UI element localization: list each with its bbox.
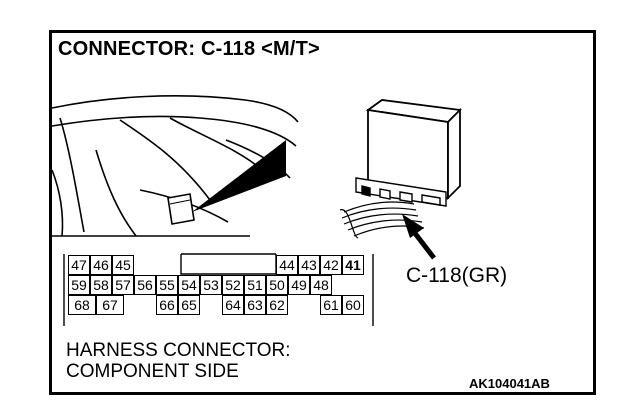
- pin-cell: 63: [244, 295, 266, 315]
- pin-cell: 52: [222, 275, 244, 295]
- harness-caption-line2: COMPONENT SIDE: [66, 361, 239, 382]
- pin-cell: 56: [134, 275, 156, 295]
- pin-cell: 47: [68, 255, 90, 275]
- pin-cell: 61: [320, 295, 342, 315]
- pin-cell: 65: [178, 295, 200, 315]
- arrow-icon: [402, 214, 436, 260]
- pin-cell: 64: [222, 295, 244, 315]
- pin-cell: 50: [266, 275, 288, 295]
- connector-plug: [355, 177, 447, 207]
- ecu-module: [365, 99, 462, 201]
- pin-cell: 42: [320, 255, 342, 275]
- pin-cell: 62: [266, 295, 288, 315]
- ecu-location-box: [167, 193, 195, 225]
- connector-callout-label: C-118(GR): [406, 264, 508, 287]
- callout-wedge: [192, 140, 286, 212]
- connector-title: CONNECTOR: C-118 <M/T>: [58, 38, 320, 60]
- pin-cell: 66: [156, 295, 178, 315]
- pin-cell: 51: [244, 275, 266, 295]
- pin-cell: 44: [276, 255, 298, 275]
- pin-cell: 41: [342, 255, 364, 275]
- figure-id: AK104041AB: [469, 376, 550, 391]
- pin-cell: 67: [96, 295, 124, 315]
- pin-cell: 53: [200, 275, 222, 295]
- pin-cell: 60: [342, 295, 364, 315]
- dashboard-drawing: [51, 95, 299, 237]
- pin-cell: 58: [90, 275, 112, 295]
- wire-harness: [339, 201, 425, 239]
- pin-cell: 57: [112, 275, 134, 295]
- pin-cell: 45: [112, 255, 134, 275]
- pin-cell: 49: [288, 275, 310, 295]
- pin-cell: 59: [68, 275, 90, 295]
- pin-cell: 46: [90, 255, 112, 275]
- pin-cell: 54: [178, 275, 200, 295]
- pin-cell: 43: [298, 255, 320, 275]
- pin-cell: 55: [156, 275, 178, 295]
- pin-cell: 48: [310, 275, 332, 295]
- pin-cell: 68: [68, 295, 96, 315]
- harness-caption-line1: HARNESS CONNECTOR:: [66, 340, 291, 361]
- diagram-frame: [49, 30, 596, 395]
